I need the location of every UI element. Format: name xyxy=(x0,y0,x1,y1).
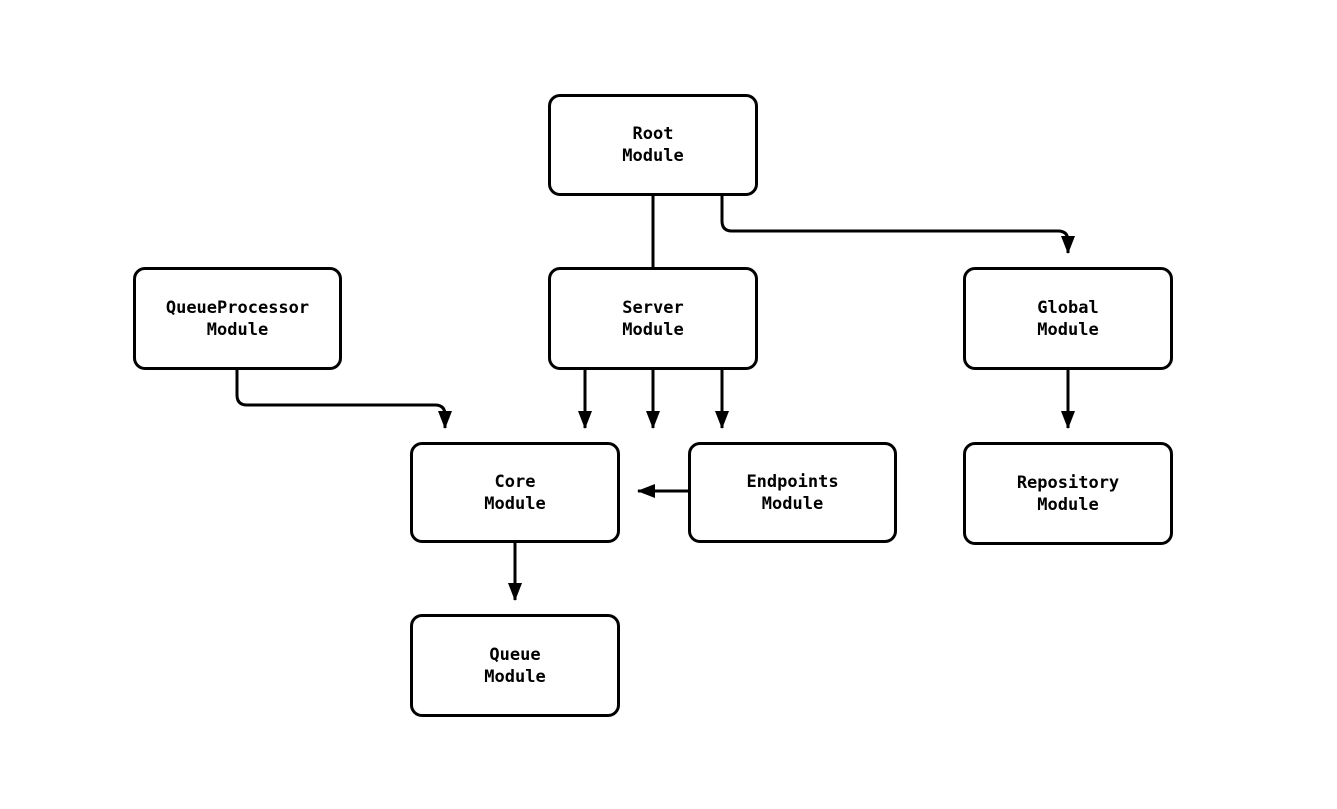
node-root-line1: Root xyxy=(632,124,674,144)
node-queue-line2: Module xyxy=(484,666,546,687)
node-endpoints[interactable]: Endpoints Module xyxy=(688,442,897,543)
edge-root-to-global xyxy=(720,196,1075,254)
node-global[interactable]: Global Module xyxy=(963,267,1173,370)
node-core-line2: Module xyxy=(484,493,546,514)
node-repository-line2: Module xyxy=(1037,494,1099,515)
node-queue-line1: Queue xyxy=(489,644,541,665)
node-core-line1: Core xyxy=(494,471,536,492)
node-global-line1: Global xyxy=(1037,297,1099,318)
node-root-line2: Module xyxy=(622,146,684,166)
node-server-line1: Server xyxy=(622,297,684,318)
node-repository[interactable]: Repository Module xyxy=(963,442,1173,545)
node-queue[interactable]: Queue Module xyxy=(410,614,620,717)
node-core[interactable]: Core Module xyxy=(410,442,620,543)
node-endpoints-line2: Module xyxy=(761,493,824,514)
node-root[interactable]: Root Module xyxy=(548,94,758,196)
node-repository-line1: Repository xyxy=(1016,472,1120,493)
node-global-line2: Module xyxy=(1037,319,1099,340)
node-server-line2: Module xyxy=(622,319,684,340)
edge-queueprocessor-to-core xyxy=(235,370,452,429)
node-queueprocessor-line1: QueueProcessor xyxy=(165,297,310,318)
node-server[interactable]: Server Module xyxy=(548,267,758,370)
node-queueprocessor-line2: Module xyxy=(206,319,269,340)
node-queueprocessor[interactable]: QueueProcessor Module xyxy=(133,267,342,370)
node-endpoints-line1: Endpoints xyxy=(746,471,839,492)
